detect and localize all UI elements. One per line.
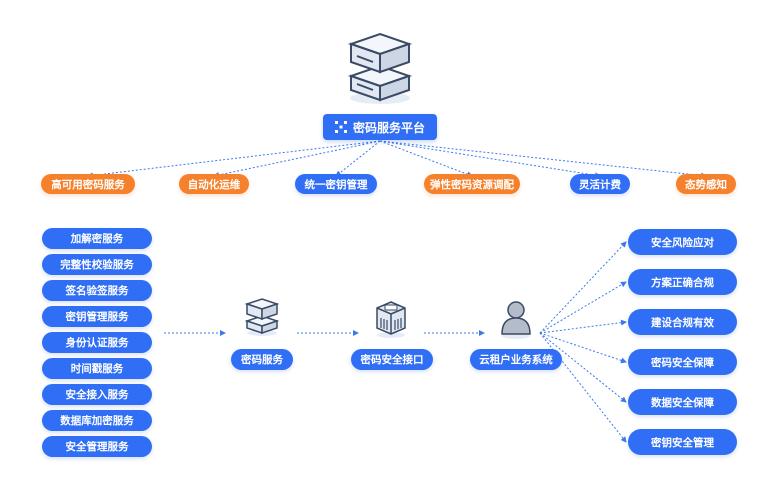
service-identity-auth: 身份认证服务	[42, 332, 152, 353]
connector-platform-f3	[335, 140, 381, 177]
feature-situational-awareness: 态势感知	[676, 174, 736, 194]
service-sign-verify: 签名验签服务	[42, 280, 152, 301]
service-security-management: 安全管理服务	[42, 436, 152, 457]
connector-tenant-o1	[539, 241, 627, 334]
server-icon	[244, 298, 280, 336]
platform-title: 密码服务平台	[352, 120, 425, 135]
connector-platform-f4	[379, 140, 473, 178]
connector-platform-f2	[213, 140, 381, 178]
crypto-service-label: 密码服务	[231, 349, 293, 370]
security-interface-label: 密码安全接口	[351, 349, 433, 370]
connector-platform-f5	[379, 140, 601, 179]
server-icon	[347, 32, 413, 104]
outcome-key-security-mgmt: 密钥安全管理	[628, 429, 737, 455]
connector-tenant-o4	[539, 332, 627, 364]
service-key-management: 密钥管理服务	[42, 306, 152, 327]
outcome-effective-construction: 建设合规有效	[628, 309, 737, 335]
platform-grid-icon	[334, 121, 347, 133]
service-secure-access: 安全接入服务	[42, 384, 152, 405]
service-database-encryption: 数据库加密服务	[42, 410, 152, 431]
platform-label: 密码服务平台	[323, 114, 437, 140]
connector-platform-f6	[379, 140, 707, 179]
outcome-crypto-security: 密码安全保障	[628, 349, 737, 375]
connector-tenant-o3	[539, 319, 627, 334]
service-integrity-check: 完整性校验服务	[42, 254, 152, 275]
feature-flexible-billing: 灵活计费	[570, 174, 630, 194]
service-encrypt-decrypt: 加解密服务	[42, 228, 152, 249]
service-timestamp: 时间戳服务	[42, 358, 152, 379]
feature-elastic-resources: 弹性密码资源调配	[424, 174, 520, 194]
outcome-data-security: 数据安全保障	[628, 389, 737, 415]
feature-high-availability: 高可用密码服务	[41, 174, 135, 194]
connector-tenant-o2	[539, 281, 627, 334]
user-icon	[501, 301, 531, 339]
outcome-risk-response: 安全风险应对	[628, 229, 737, 255]
interface-device-icon	[376, 301, 406, 338]
cloud-tenant-label: 云租户业务系统	[470, 349, 562, 370]
feature-auto-ops: 自动化运维	[179, 174, 249, 194]
connector-tenant-o6	[539, 332, 627, 443]
connector-platform-f1	[87, 140, 381, 179]
feature-unified-key-mgmt: 统一密钥管理	[295, 174, 377, 194]
outcome-compliant-scheme: 方案正确合规	[628, 269, 737, 295]
